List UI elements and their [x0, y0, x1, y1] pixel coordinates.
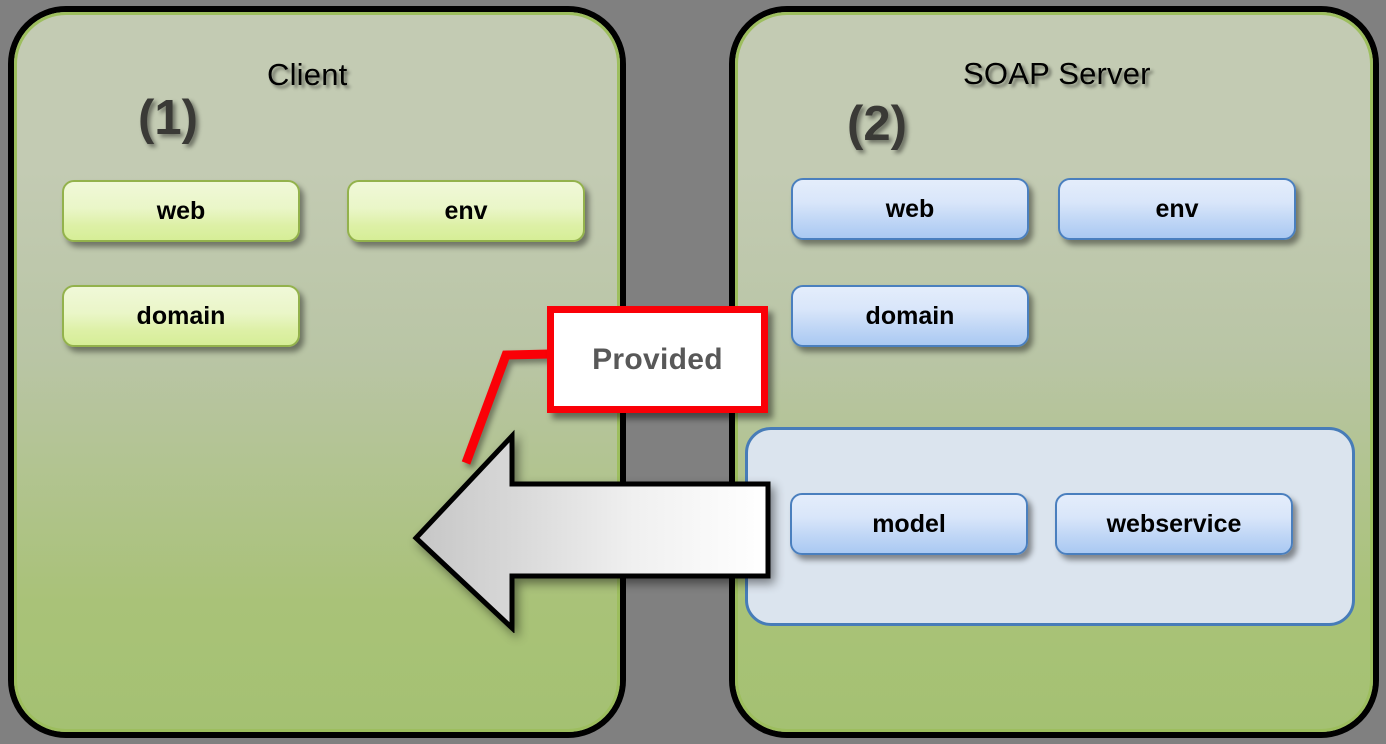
module-client-web[interactable]: web [62, 180, 300, 242]
panel-soap-server-number: (2) [847, 97, 907, 151]
module-client-env[interactable]: env [347, 180, 585, 242]
arrow-left-provided [412, 429, 771, 633]
module-server-env[interactable]: env [1058, 178, 1296, 240]
module-label: domain [865, 301, 955, 330]
panel-soap-server-title: SOAP Server [963, 56, 1151, 91]
panel-client[interactable]: Client (1) web env domain [8, 6, 626, 738]
panel-client-number: (1) [138, 91, 198, 145]
panel-client-title: Client [267, 57, 348, 92]
module-server-web[interactable]: web [791, 178, 1029, 240]
module-label: web [885, 194, 935, 223]
module-label: web [156, 196, 206, 225]
module-client-domain[interactable]: domain [62, 285, 300, 347]
callout-label: Provided [592, 342, 723, 376]
module-label: webservice [1106, 509, 1242, 538]
callout-provided[interactable]: Provided [547, 306, 768, 413]
module-webservice[interactable]: webservice [1055, 493, 1293, 555]
module-label: env [444, 196, 488, 225]
leader-line-red [461, 349, 551, 465]
module-label: model [872, 509, 946, 538]
panel-soap-server[interactable]: SOAP Server (2) web env domain [729, 6, 1379, 738]
module-label: domain [136, 301, 226, 330]
module-model[interactable]: model [790, 493, 1028, 555]
module-server-domain[interactable]: domain [791, 285, 1029, 347]
group-webservice-container[interactable]: model webservice [745, 427, 1355, 626]
module-label: env [1155, 194, 1199, 223]
